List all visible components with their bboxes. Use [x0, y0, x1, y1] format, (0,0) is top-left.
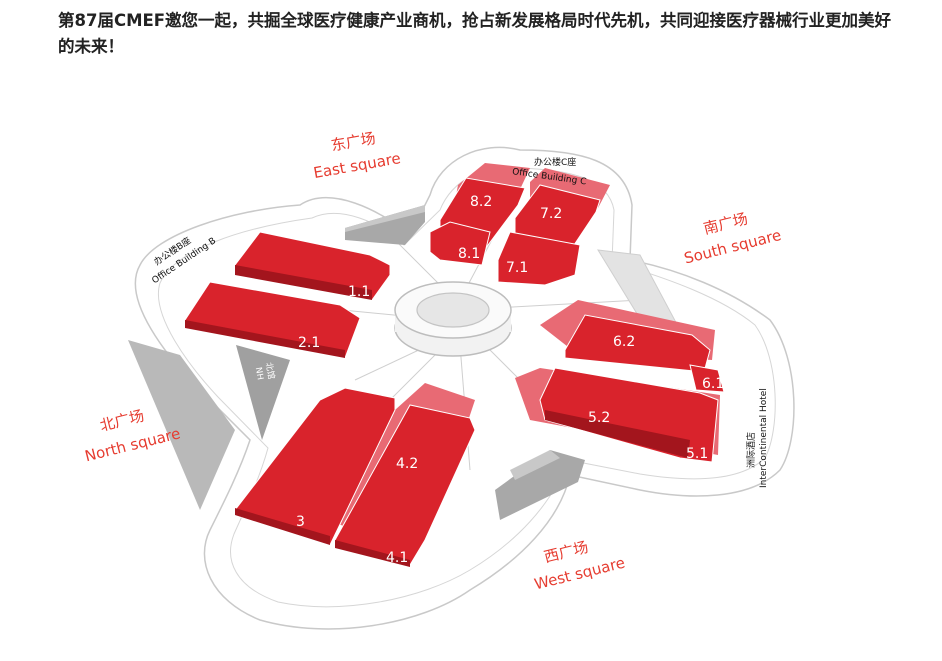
- hall-4-1-label: 4.1: [386, 550, 408, 566]
- south-square-en: South square: [682, 226, 783, 268]
- hall-8-1-label: 8.1: [458, 246, 480, 262]
- hall-7-1-label: 7.1: [506, 260, 528, 276]
- headline: 第87届CMEF邀您一起，共掘全球医疗健康产业商机，抢占新发展格局时代先机，共同…: [58, 11, 892, 56]
- west-square-label: 西广场 West square: [532, 538, 626, 594]
- hall-5-2-label: 5.2: [588, 410, 610, 426]
- hotel-cn: 洲际酒店: [745, 432, 757, 468]
- central-rotunda: [394, 281, 512, 357]
- east-square-cn: 东广场: [330, 129, 377, 155]
- gray-annexes: [128, 205, 681, 520]
- east-square-label: 东广场 East square: [312, 129, 402, 182]
- hall-4-2-label: 4.2: [396, 456, 418, 472]
- east-square-en: East square: [312, 149, 402, 182]
- hall-7-2-label: 7.2: [540, 206, 562, 222]
- south-square-cn: 南广场: [702, 210, 750, 238]
- north-hall-label: 北馆 NH: [253, 361, 277, 380]
- hall-2-1-label: 2.1: [298, 335, 320, 351]
- north-hall-cn: 北馆: [263, 361, 277, 380]
- office-c-cn: 办公楼C座: [534, 156, 576, 168]
- north-hall-en: NH: [253, 366, 265, 380]
- hotel-en: InterContinental Hotel: [759, 388, 769, 488]
- south-square-label: 南广场 South square: [682, 210, 783, 268]
- north-square-cn: 北广场: [98, 406, 146, 434]
- north-square-en: North square: [83, 424, 182, 465]
- hall-3-label: 3: [296, 514, 305, 530]
- hall-labels: 1.1 2.1 3 4.1 4.2 5.1 5.2 6.1 6.2 7.1 7.…: [296, 194, 724, 566]
- hall-5-1-label: 5.1: [686, 446, 708, 462]
- hall-8-2-label: 8.2: [470, 194, 492, 210]
- exhibition-halls: [184, 177, 725, 567]
- hall-6-1-label: 6.1: [702, 376, 724, 392]
- hotel-label: 洲际酒店 InterContinental Hotel: [745, 388, 769, 488]
- west-square-cn: 西广场: [542, 538, 590, 566]
- hall-6-2-label: 6.2: [613, 334, 635, 350]
- hall-1-1-label: 1.1: [348, 284, 370, 300]
